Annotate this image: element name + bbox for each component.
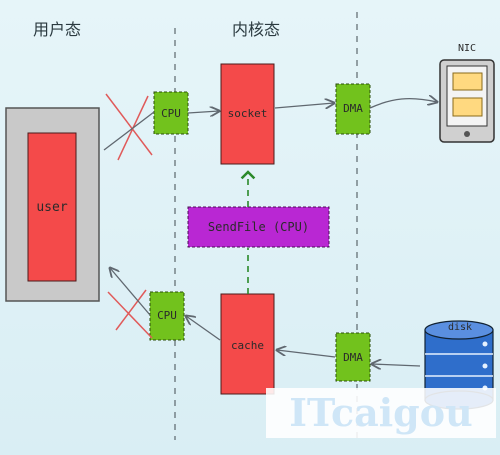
cache-label: cache [230, 339, 265, 352]
cpu-top-label: CPU [161, 107, 181, 120]
cross-bottom-a [107, 291, 153, 339]
cross-top-a [105, 93, 153, 156]
dma-top-label: DMA [343, 102, 363, 115]
arrow-cpu-to-socket [187, 111, 219, 113]
sendfile-label: SendFile (CPU) [207, 220, 310, 234]
dma-top-block [335, 83, 371, 135]
nic-label: NIC [457, 43, 477, 54]
nic-device [439, 59, 495, 143]
disk-label: disk [447, 322, 473, 333]
cross-bottom-b [115, 289, 147, 331]
user-label: user [36, 200, 68, 215]
cross-bottom-link [110, 268, 151, 316]
cache-block [220, 293, 275, 395]
socket-label: socket [227, 107, 268, 120]
user-space-title: 用户态 [33, 20, 82, 39]
arrow-dma-to-nic [369, 99, 437, 109]
sendfile-block [187, 206, 330, 248]
dma-bottom-block [335, 332, 371, 382]
cross-top-link [103, 111, 155, 151]
dma-bottom-label: DMA [343, 351, 363, 364]
arrow-dma-to-cache [277, 350, 336, 358]
arrow-cache-to-cpu [186, 316, 221, 341]
user-block [27, 132, 77, 282]
kernel-space-title: 内核态 [232, 20, 281, 39]
socket-block [220, 63, 275, 165]
arrow-disk-to-dma [372, 364, 421, 366]
watermark: ITcaigou [266, 388, 496, 438]
cpu-bottom-label: CPU [157, 309, 177, 322]
arrow-socket-to-dma [274, 103, 334, 108]
